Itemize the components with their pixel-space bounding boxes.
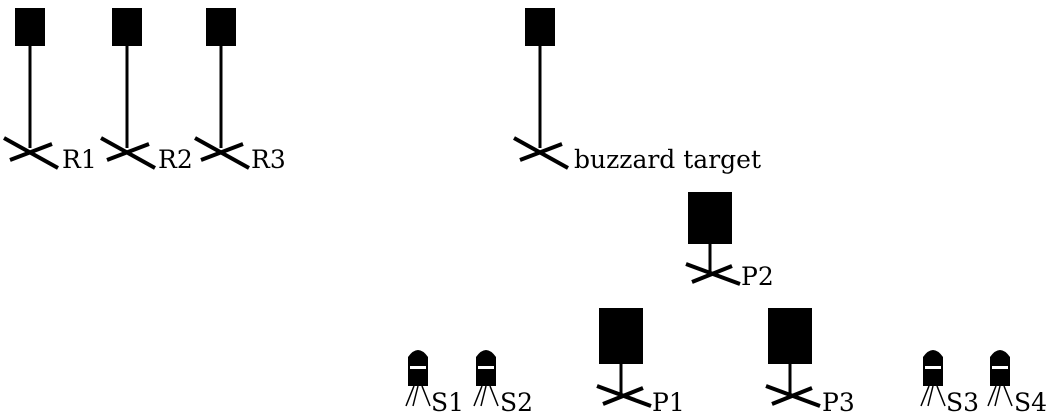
label-r2: R2	[158, 145, 193, 174]
label-s4: S4	[1014, 388, 1047, 414]
tall-stand-icon	[3, 8, 59, 170]
tall-stand-icon	[194, 8, 250, 170]
label-buzzard-target: buzzard target	[574, 145, 761, 174]
small-camera-icon	[920, 350, 946, 407]
label-p1: P1	[652, 388, 685, 414]
label-s2: S2	[500, 388, 533, 414]
label-r3: R3	[251, 145, 286, 174]
small-camera-icon	[473, 350, 499, 407]
short-stand-icon	[685, 192, 741, 286]
tall-stand-icon	[100, 8, 156, 170]
small-camera-icon	[987, 350, 1013, 407]
label-s1: S1	[431, 388, 464, 414]
short-stand-icon	[765, 308, 821, 408]
label-r1: R1	[62, 145, 97, 174]
label-p2: P2	[741, 262, 774, 291]
small-camera-icon	[405, 350, 431, 407]
label-s3: S3	[946, 388, 979, 414]
short-stand-icon	[596, 308, 652, 408]
tall-stand-icon	[513, 8, 569, 170]
label-p3: P3	[822, 388, 855, 414]
